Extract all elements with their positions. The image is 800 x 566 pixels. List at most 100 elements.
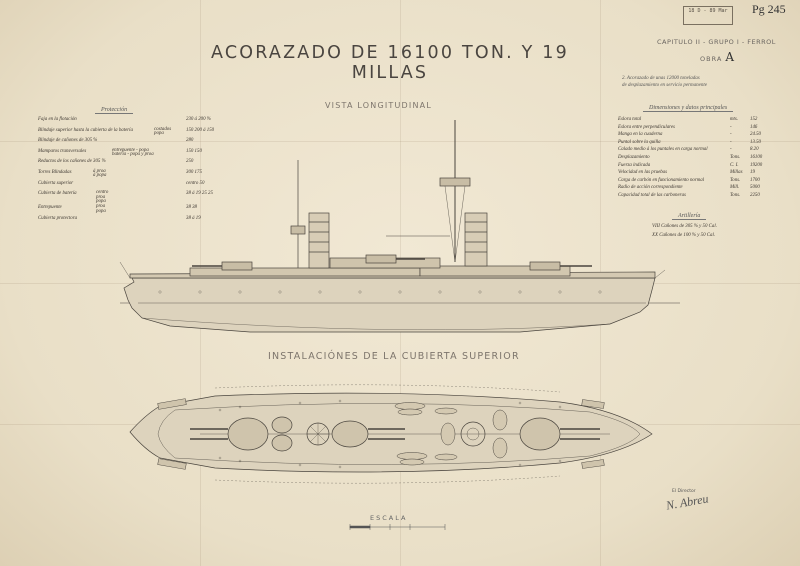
dimensiones-row: Fuerza indicada C. I. 19200 xyxy=(618,163,768,171)
page-reference: Pg 245 xyxy=(752,2,786,16)
deck-fittings xyxy=(218,399,562,469)
archive-stamp: 18 D - 89 Mar xyxy=(683,6,733,25)
side-view-title: VISTA LONGITUDINAL xyxy=(325,101,432,110)
row-unit: C. I. xyxy=(730,162,739,168)
row-unit: mts. xyxy=(730,117,739,122)
stamp-line-2: 18 D - 89 Mar xyxy=(688,8,728,14)
deck-view-title: INSTALACIÓNES DE LA CUBIERTA SUPERIOR xyxy=(268,351,520,362)
row-value: 230 á 200 % xyxy=(186,117,211,122)
row-label: Puntal sobre la quilla xyxy=(618,139,661,145)
proteccion-title: Protección xyxy=(95,107,134,114)
funnel-plan xyxy=(460,421,486,447)
hull xyxy=(123,277,656,333)
drawing-title: ACORAZADO DE 16100 TON. Y 19 MILLAS xyxy=(211,43,569,83)
side-elevation xyxy=(119,120,680,333)
artilleria-row: XX Cañones de 100 % y 50 Cal. xyxy=(652,233,716,238)
dimensiones-row: Eslora entre perpendiculares - 146 xyxy=(618,125,768,133)
row-label: Radio de acción correspondiente xyxy=(618,185,683,191)
boats xyxy=(394,402,508,466)
row-value: 24.50 xyxy=(750,132,762,138)
row-label: Desplazamiento xyxy=(618,154,650,160)
row-unit: Millas xyxy=(730,170,743,176)
dimensiones-row: Puntal sobre la quilla - 13.50 xyxy=(618,140,768,148)
deck-turret-port xyxy=(271,416,293,452)
dimensiones-row: Capacidad total de las carboneras Tons. 22… xyxy=(618,193,768,201)
row-sublabel: proa xyxy=(96,194,106,200)
row-value: 1700 xyxy=(750,177,760,183)
artilleria-title: Artillería xyxy=(672,213,707,220)
row-value: 2250 xyxy=(750,192,760,198)
row-value: 146 xyxy=(750,124,758,130)
note-line-1: 2. Acorazado de unas 12000 toneladas xyxy=(622,76,700,81)
row-label: Manga en la cuaderna xyxy=(618,132,663,138)
row-sublabel: batería - popa y proa xyxy=(112,152,154,158)
row-sublabel: á proa xyxy=(93,168,106,174)
row-sublabel: proa xyxy=(96,204,106,210)
row-value: 13.50 xyxy=(750,139,762,145)
chapter-label: CAPITULO II - GRUPO I - FERROL xyxy=(657,38,776,46)
signature-label: El Director xyxy=(672,489,696,494)
row-unit: - xyxy=(730,139,732,145)
row-label: Capacidad total de las carboneras xyxy=(618,192,686,198)
row-label: Blindaje superior hasta la cubierta de l… xyxy=(38,127,133,133)
row-label: Eslora total xyxy=(618,117,642,122)
row-unit: Tons. xyxy=(730,154,741,160)
deck-turret-mid-aft xyxy=(331,420,405,448)
row-unit: Tons. xyxy=(730,192,741,198)
proteccion-row: Cubierta superior centro 50 xyxy=(38,181,218,192)
row-unit: Tons. xyxy=(730,177,741,183)
row-value: 19200 xyxy=(750,162,763,168)
row-sublabel: costados xyxy=(154,126,172,132)
turret-aft xyxy=(192,261,253,271)
row-label: Entrepuente xyxy=(38,205,62,211)
row-sublabel: á popa xyxy=(93,173,107,179)
row-label: Reductos de los cañones de 305 % xyxy=(38,159,106,165)
deck-turret-aft xyxy=(190,417,269,451)
row-label: Eslora entre perpendiculares xyxy=(618,124,675,130)
dimensiones-row: Manga en la cuaderna-24.50 xyxy=(618,132,768,140)
proteccion-row: Reductos de los cañones de 305 %250 xyxy=(38,159,218,170)
proteccion-row: Faja en la flotación 230 á 200 % xyxy=(38,117,218,128)
funnel-aft xyxy=(308,212,330,269)
row-value: centro 50 xyxy=(186,180,205,186)
dimensiones-row: Eslora total mts. 152 xyxy=(618,117,768,125)
funnel-fwd xyxy=(464,212,488,267)
row-unit: - xyxy=(730,147,732,153)
row-label: Fuerza indicada xyxy=(618,162,651,168)
artilleria-list: VIII Cañones de 305 % y 50 Cal. XX Cañon… xyxy=(652,224,717,238)
row-sublabel: popa xyxy=(96,208,106,214)
scale-bar xyxy=(349,524,446,530)
row-unit: - xyxy=(730,124,732,130)
row-sublabel: entrepuente - popa xyxy=(112,147,149,153)
dimensiones-row: Carga de carbón en funcionamiento normal… xyxy=(618,178,768,186)
superstructure-fwd xyxy=(419,265,571,277)
row-label: Cubierta superior xyxy=(38,180,74,186)
scale-label: ESCALA xyxy=(370,514,408,522)
row-value: 150 150 xyxy=(186,148,202,154)
proteccion-row: Blindaje de cañones de 305 %280 xyxy=(38,138,218,149)
row-sublabel: centro xyxy=(96,190,109,196)
portholes xyxy=(158,290,602,294)
obra-label-text: OBRA xyxy=(700,55,723,63)
row-sublabel: popa xyxy=(154,131,164,137)
dimensiones-row: Calado medio á los puntales en carga nor… xyxy=(618,147,768,155)
artilleria-row: VIII Cañones de 305 % y 50 Cal. xyxy=(652,224,717,229)
row-value: 280 xyxy=(186,138,194,144)
row-value: 38 38 xyxy=(186,205,198,211)
row-sublabel: popa xyxy=(96,199,106,205)
row-label: Cubierta protectora xyxy=(38,215,78,221)
proteccion-row: Blindaje superior hasta la cubierta de l… xyxy=(38,126,218,139)
row-label: Faja en la flotación xyxy=(38,117,77,122)
turret-mid xyxy=(365,254,425,264)
row-value: 152 xyxy=(750,117,758,122)
proteccion-table: Faja en la flotación 230 á 200 % Blindaje … xyxy=(38,117,218,226)
row-label: Carga de carbón en funcionamiento normal xyxy=(618,177,705,183)
row-value: 150 200 á 150 xyxy=(186,127,215,133)
